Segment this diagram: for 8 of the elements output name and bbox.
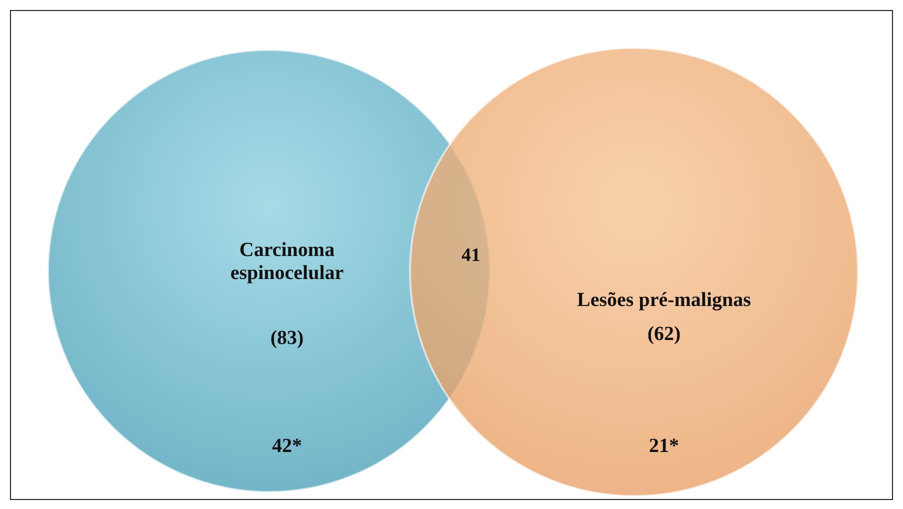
- set-count: (83): [270, 327, 304, 350]
- set-count: 21*: [649, 435, 679, 458]
- set-title: Lesões pré-malignas: [577, 289, 751, 312]
- set-circle: [409, 47, 859, 497]
- set-title: Carcinoma espinocelular: [229, 239, 345, 285]
- overlap-count: 41: [462, 244, 480, 267]
- set-count: 42*: [272, 435, 302, 458]
- set-count: (62): [647, 323, 681, 346]
